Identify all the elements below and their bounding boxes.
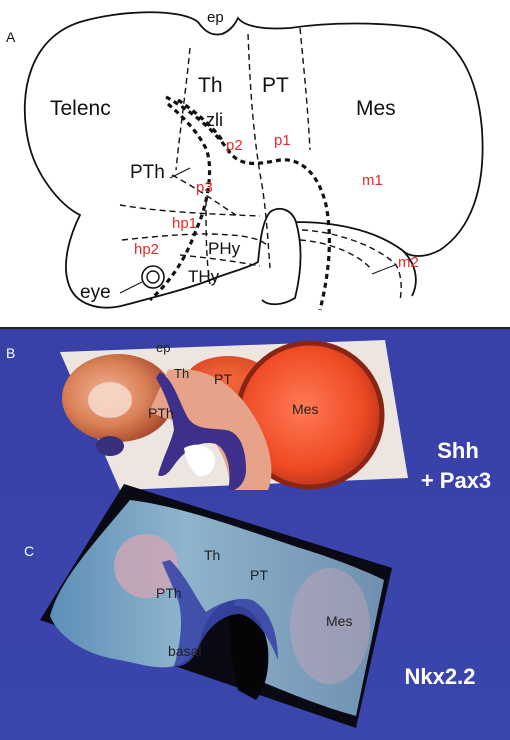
label-c-pt: PT bbox=[250, 567, 268, 583]
label-hp2: hp2 bbox=[134, 241, 159, 258]
nkx22-stain bbox=[162, 560, 278, 667]
panel-b: B ep Th PT PTh Mes Shh + Pax3 bbox=[6, 340, 491, 493]
brain-outline bbox=[23, 11, 484, 309]
marker-pax3: + Pax3 bbox=[421, 468, 491, 493]
boundary-pt-mes bbox=[299, 27, 311, 151]
boundary-vert-hp bbox=[205, 199, 211, 285]
label-telenc: Telenc bbox=[50, 97, 111, 120]
panel-a-background bbox=[0, 0, 510, 328]
zli-line-1 bbox=[148, 102, 212, 302]
marker-shh: Shh bbox=[437, 438, 479, 463]
label-m1: m1 bbox=[362, 172, 383, 189]
shh-stain bbox=[156, 372, 246, 490]
label-b-ep: ep bbox=[156, 340, 170, 355]
label-b-pt: PT bbox=[214, 371, 232, 387]
label-b-mes: Mes bbox=[292, 401, 318, 417]
label-zli: zli bbox=[206, 110, 223, 130]
alar-basal-boundary bbox=[165, 95, 331, 311]
boundary-m2a bbox=[301, 229, 402, 301]
label-p2: p2 bbox=[226, 137, 243, 154]
panel-a-letter: A bbox=[6, 29, 16, 45]
boundary-hp1 bbox=[119, 204, 261, 217]
label-thy: THy bbox=[188, 267, 220, 286]
label-pth: PTh bbox=[130, 162, 165, 183]
label-th: Th bbox=[198, 74, 223, 97]
zli-line-2 bbox=[177, 98, 224, 141]
label-b-th: Th bbox=[174, 366, 189, 381]
label-hp1: hp1 bbox=[172, 215, 197, 232]
panel-b-letter: B bbox=[6, 345, 15, 361]
label-p3: p3 bbox=[196, 179, 213, 196]
panel-a-divider bbox=[0, 327, 510, 329]
boundary-phy-thy bbox=[179, 254, 261, 267]
panel-c-letter: C bbox=[24, 543, 34, 559]
label-eye: eye bbox=[80, 282, 111, 303]
boundary-lines bbox=[119, 27, 402, 301]
label-c-mes: Mes bbox=[326, 613, 352, 629]
panel-c: C Th PT PTh Mes basal Nkx2.2 bbox=[24, 484, 475, 728]
label-b-pth: PTh bbox=[148, 405, 174, 421]
ventricle bbox=[228, 605, 269, 700]
label-phy: PHy bbox=[208, 239, 241, 258]
heavy-dashed-lines bbox=[148, 95, 331, 311]
boundary-telenc-th bbox=[175, 47, 191, 171]
boundary-hp2 bbox=[121, 233, 269, 247]
m2-pointer bbox=[371, 264, 396, 275]
label-pt: PT bbox=[262, 74, 289, 97]
label-m2: m2 bbox=[398, 254, 419, 271]
label-p1: p1 bbox=[274, 132, 291, 149]
boundary-th-pt bbox=[247, 33, 271, 269]
label-c-basal: basal bbox=[168, 643, 201, 659]
eye-drawing bbox=[119, 265, 165, 294]
label-mes: Mes bbox=[356, 97, 396, 120]
pth-pointer bbox=[169, 167, 191, 179]
panel-a: A ep Th PT Telenc Mes zli p2 p1 PTh p3 m… bbox=[0, 0, 510, 329]
eye-stain bbox=[96, 436, 124, 456]
label-c-th: Th bbox=[204, 547, 220, 563]
boundary-m2b bbox=[299, 239, 373, 271]
boundary-pth bbox=[171, 174, 237, 216]
label-c-pth: PTh bbox=[156, 585, 182, 601]
marker-nkx22: Nkx2.2 bbox=[405, 664, 476, 689]
label-ep: ep bbox=[207, 9, 224, 26]
